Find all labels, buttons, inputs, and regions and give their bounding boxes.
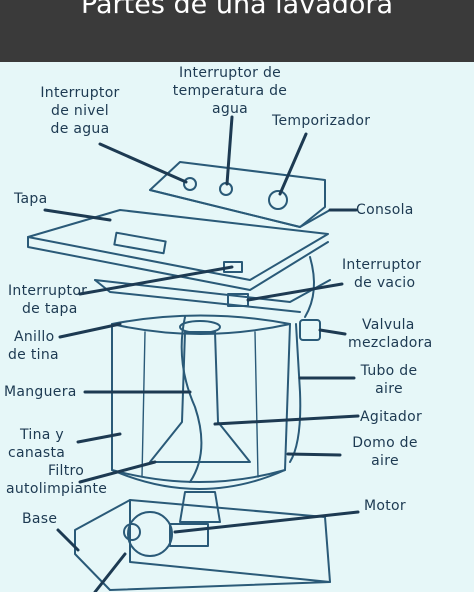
leader-vacio xyxy=(246,282,344,302)
leader-filtro xyxy=(78,460,157,484)
knob-water-level xyxy=(183,177,197,191)
label-motor: Motor xyxy=(364,498,406,514)
agitator xyxy=(149,331,251,463)
mixing-valve xyxy=(299,319,321,341)
console-front xyxy=(149,189,331,228)
leader-timer xyxy=(278,132,308,196)
air-tube xyxy=(289,323,302,463)
tub-body xyxy=(111,323,291,483)
lid-edge xyxy=(27,236,329,291)
motor xyxy=(127,511,173,557)
label-filtro: Filtro autolimpiante xyxy=(6,463,108,497)
leader-motor xyxy=(173,510,360,534)
leader-valvula xyxy=(318,328,347,336)
label-base: Base xyxy=(22,511,58,527)
leader-tapa xyxy=(43,208,112,222)
label-tina-canasta: Tina y canasta xyxy=(8,427,66,461)
filter xyxy=(179,491,221,523)
label-anillo-tina: Anillo de tina xyxy=(8,329,59,363)
hose xyxy=(180,316,203,483)
title-banner: Partes de una lavadora xyxy=(0,0,474,62)
leader-base xyxy=(56,528,80,552)
tub-bottom xyxy=(111,469,286,490)
leader-anillo xyxy=(58,322,122,339)
label-interruptor-tapa: Interruptor de tapa xyxy=(8,283,88,317)
washer-drawing xyxy=(27,115,360,592)
label-consola: Consola xyxy=(356,202,414,218)
label-valvula-mezcladora: Valvula mezcladora xyxy=(348,317,433,351)
page-title: Partes de una lavadora xyxy=(80,0,394,20)
lid xyxy=(27,209,329,281)
label-interruptor-vacio: Interruptor de vacio xyxy=(342,257,422,291)
label-manguera: Manguera xyxy=(4,384,77,400)
knob-timer xyxy=(268,190,288,210)
label-temporizador: Temporizador xyxy=(272,113,371,129)
leader-temp xyxy=(225,115,234,186)
label-tapa: Tapa xyxy=(14,191,48,207)
leader-bottom xyxy=(93,552,127,592)
label-interruptor-nivel: Interruptor de nivel de agua xyxy=(40,85,120,137)
lid-handle xyxy=(113,231,167,255)
label-tubo-aire: Tubo de aire xyxy=(360,363,418,397)
leader-interruptor-tapa xyxy=(78,265,234,296)
washer-diagram: Interruptor de temperatura de agua Inter… xyxy=(0,62,474,592)
leader-tina xyxy=(76,432,122,444)
leader-level xyxy=(98,142,188,184)
label-agitador: Agitador xyxy=(360,409,423,425)
leader-agitador xyxy=(213,414,360,426)
leader-domo xyxy=(286,452,342,457)
label-domo-aire: Domo de aire xyxy=(352,435,418,469)
label-interruptor-temperatura: Interruptor de temperatura de agua xyxy=(172,65,288,117)
